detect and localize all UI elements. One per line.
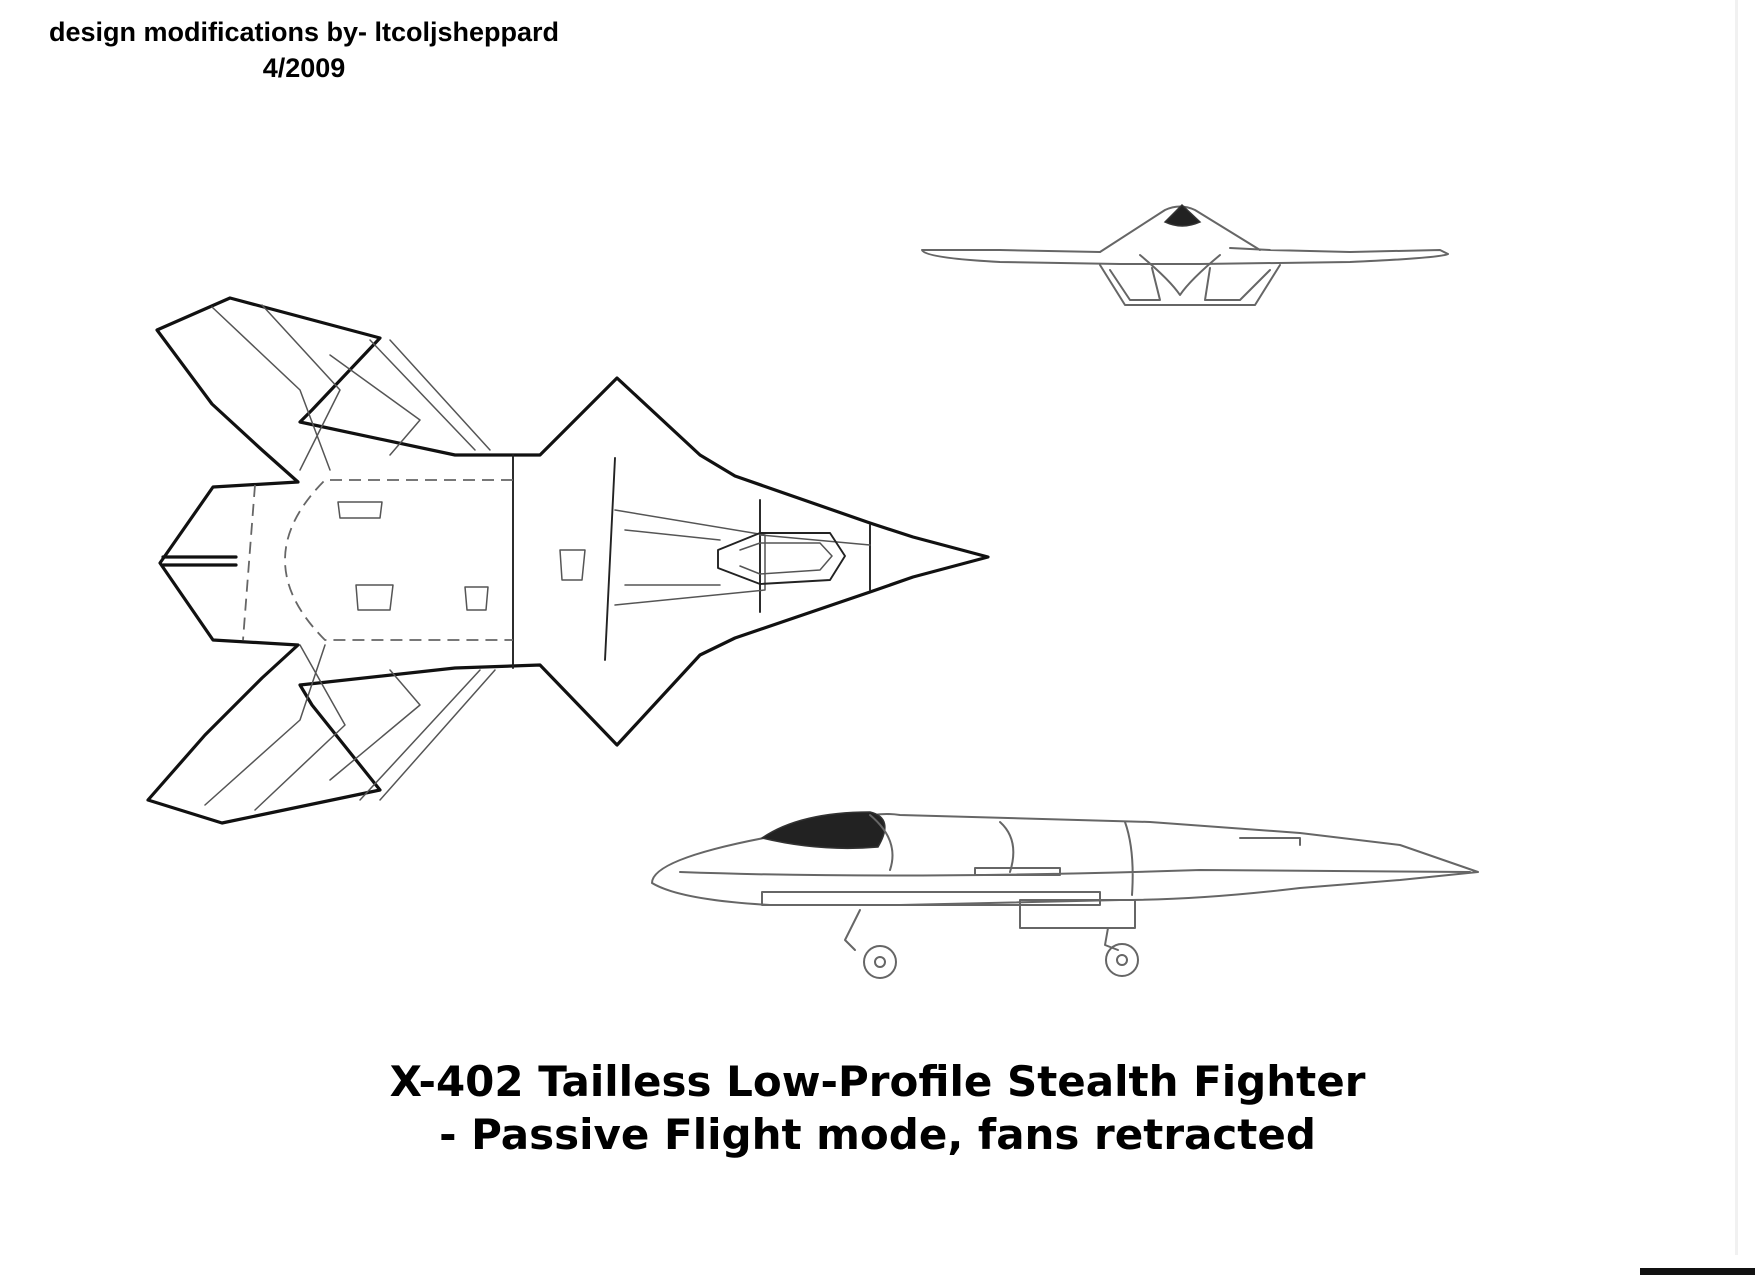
upper-wing-panel-lines	[211, 304, 491, 471]
corner-scan-mark	[1640, 1268, 1755, 1275]
front-view-canopy	[1163, 203, 1202, 227]
caption-subtitle: - Passive Flight mode, fans retracted	[439, 1110, 1316, 1159]
rear-landing-gear	[1104, 927, 1119, 951]
caption-title: X-402 Tailless Low-Profile Stealth Fight…	[389, 1057, 1366, 1106]
fuselage-sections	[512, 454, 871, 669]
drawing-caption: X-402 Tailless Low-Profile Stealth Fight…	[0, 1055, 1755, 1161]
side-view-section-lines	[679, 814, 1471, 896]
side-view-canopy	[760, 811, 886, 850]
intake-duct	[614, 509, 766, 606]
scan-edge-line	[1735, 0, 1738, 1255]
top-view-outline	[146, 296, 990, 825]
credit-date-line: 4/2009	[262, 53, 346, 83]
access-panels	[337, 501, 586, 611]
engine-bay-outline	[284, 479, 513, 641]
top-view	[146, 296, 990, 825]
tail-notch	[161, 555, 238, 567]
side-view-weapon-bay	[761, 891, 1136, 929]
front-view-intakes	[1099, 264, 1281, 306]
front-view-wings	[921, 247, 1449, 265]
front-landing-gear	[844, 909, 861, 951]
rear-wheel-hub	[1116, 954, 1128, 966]
canopy-frame	[739, 542, 833, 575]
aft-dashed-line	[242, 484, 256, 641]
designer-credit: design modifications by- ltcoljsheppard …	[14, 14, 594, 86]
rear-wheel	[1105, 943, 1139, 977]
side-view-fuselage	[651, 813, 1479, 906]
center-spine	[759, 534, 871, 546]
cockpit-canopy	[717, 532, 846, 585]
side-view	[651, 811, 1479, 979]
front-wheel	[863, 945, 897, 979]
lower-wing-panel-lines	[204, 644, 496, 811]
front-view	[921, 203, 1449, 306]
credit-author-line: design modifications by- ltcoljsheppard	[48, 17, 560, 47]
front-wheel-hub	[874, 956, 886, 968]
